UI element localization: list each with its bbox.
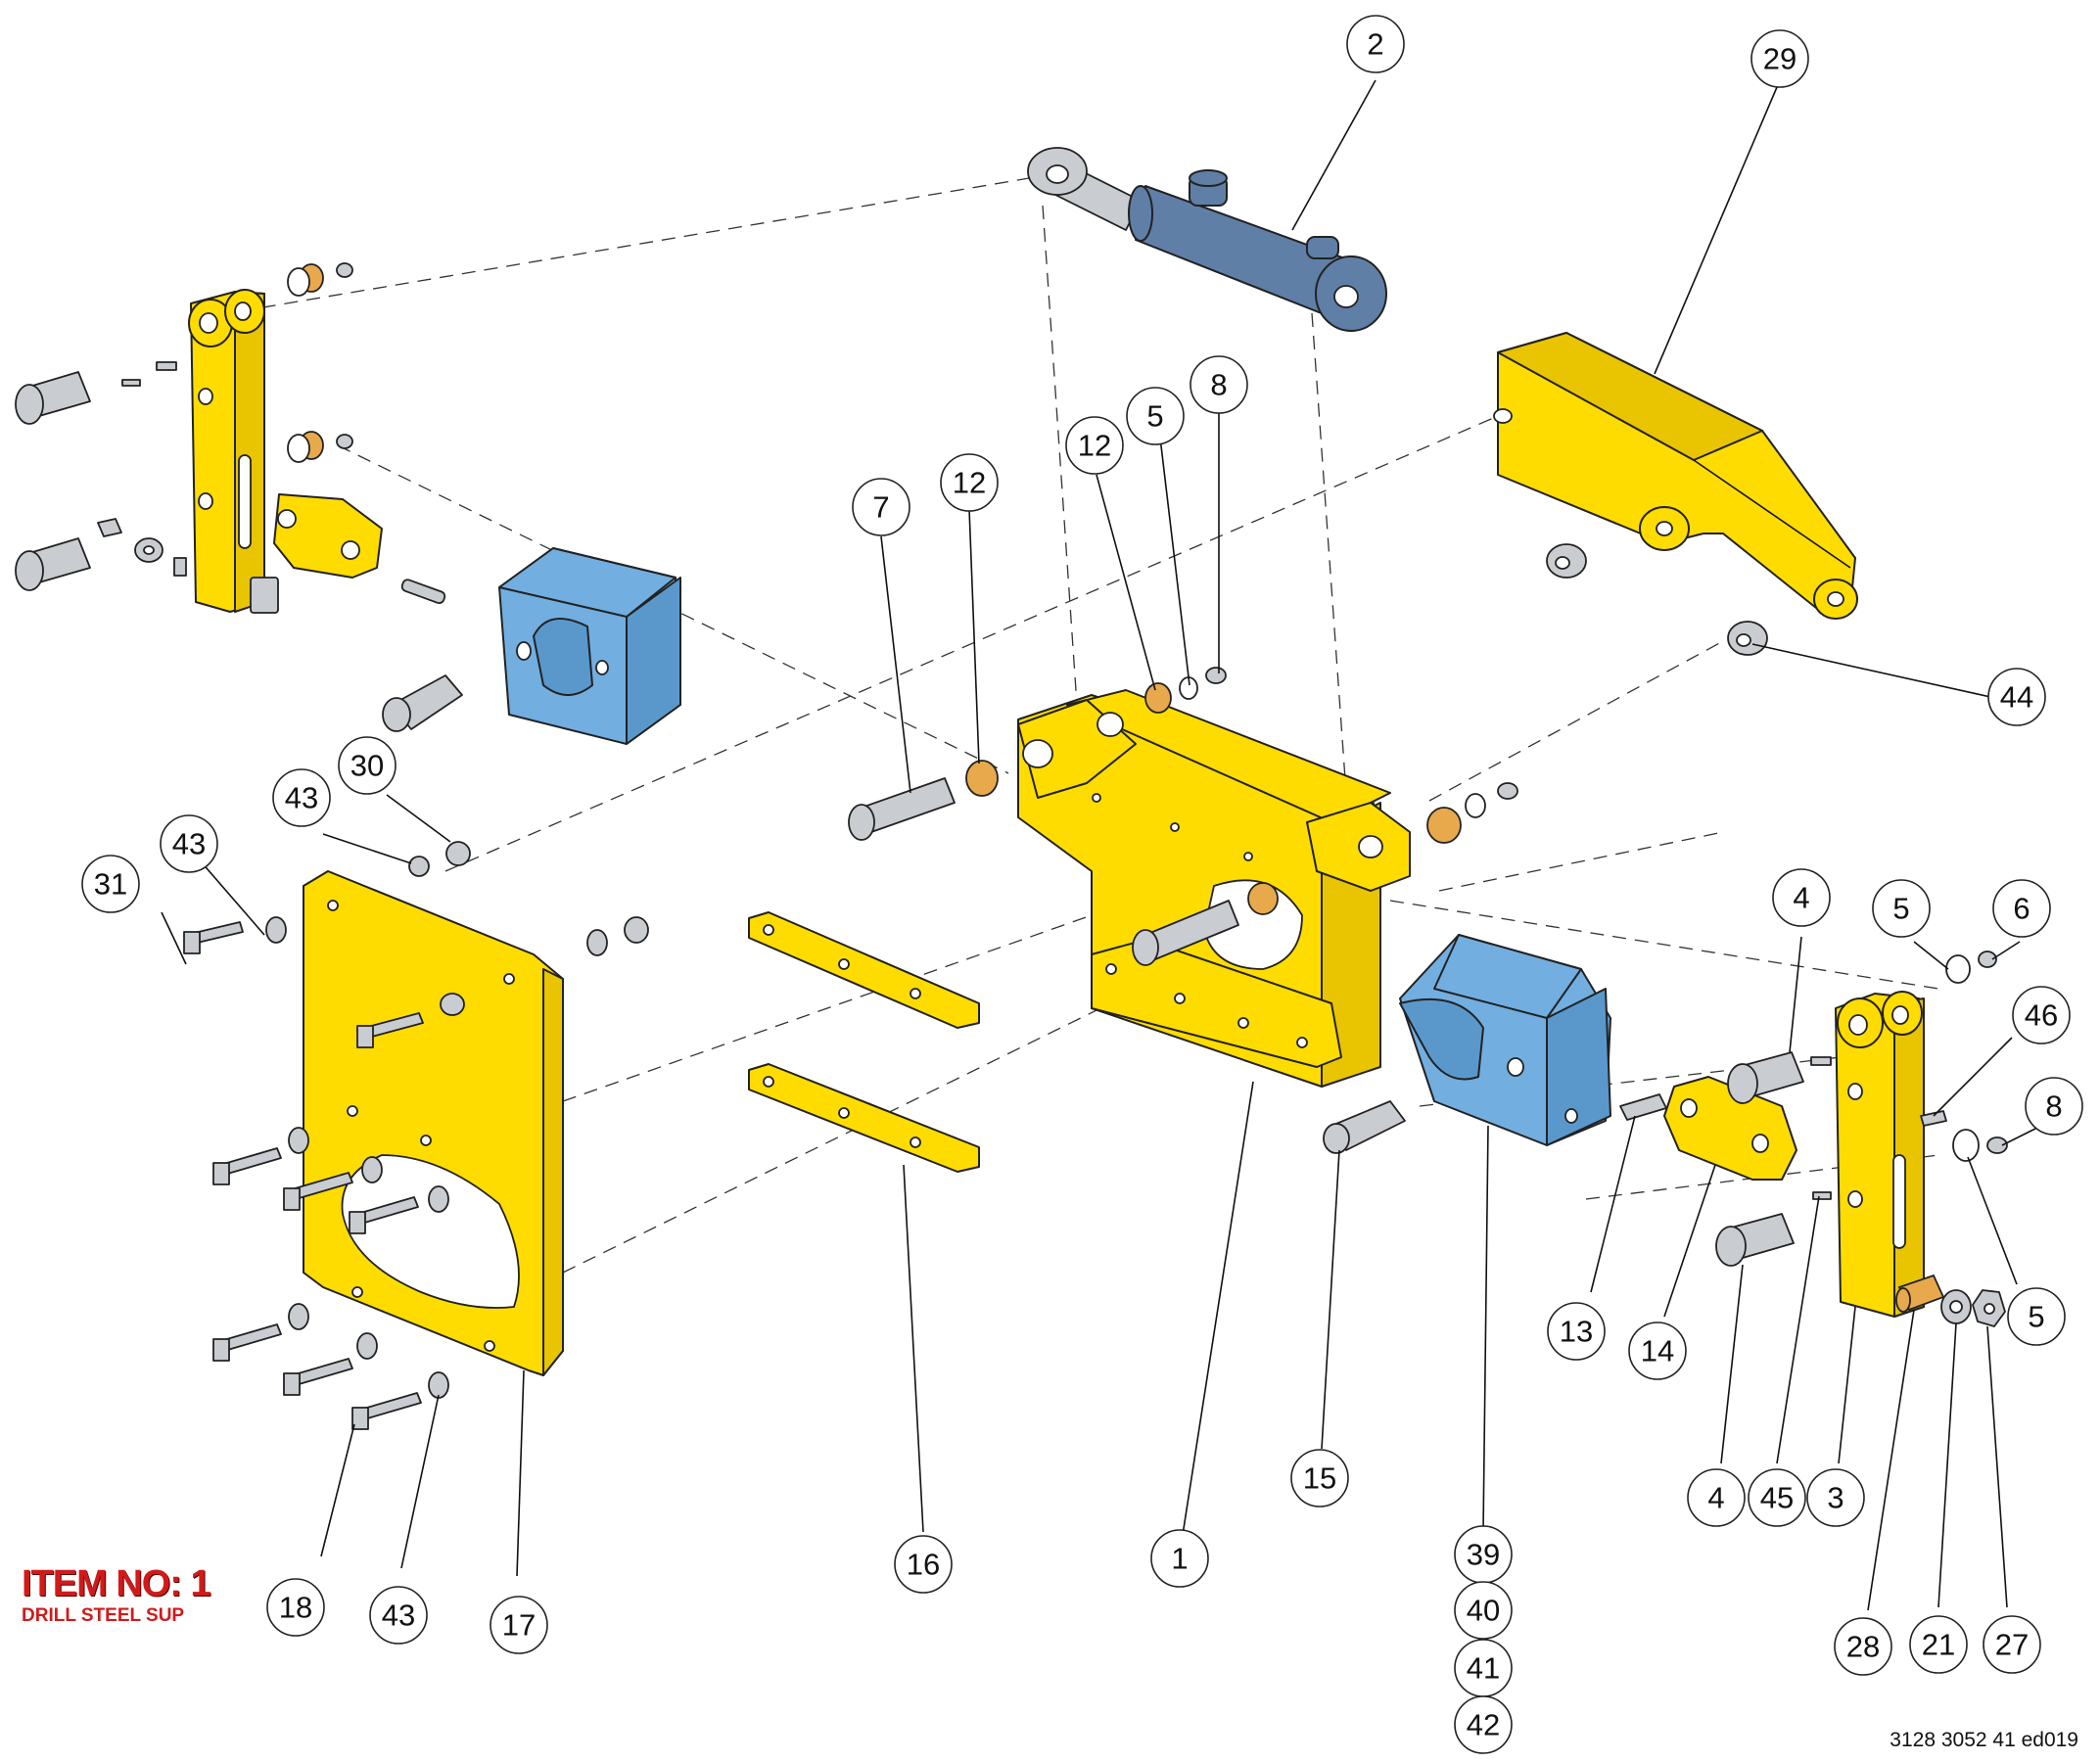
callout-balloon: 29 <box>1750 29 1809 88</box>
title-block: ITEM NO: 1 DRILL STEEL SUP <box>22 1563 211 1627</box>
callout-balloon: 18 <box>266 1578 325 1637</box>
callout-balloon: 16 <box>894 1535 953 1594</box>
callout-label: 43 <box>382 1599 415 1633</box>
callout-label: 43 <box>285 781 318 815</box>
callout-balloon: 8 <box>2025 1077 2083 1136</box>
callout-balloon: 46 <box>2012 986 2071 1044</box>
callout-label: 1 <box>1171 1542 1188 1576</box>
callout-label: 7 <box>872 490 889 525</box>
callout-label: 8 <box>1210 368 1227 402</box>
callout-balloon: 43 <box>272 768 331 827</box>
document-code: 3128 3052 41 ed019 <box>1890 1729 2078 1751</box>
callout-label: 2 <box>1367 27 1383 62</box>
callout-label: 15 <box>1303 1461 1336 1496</box>
callout-label: 8 <box>2045 1090 2062 1124</box>
callout-balloon: 5 <box>1126 387 1185 445</box>
left-arm <box>15 262 446 614</box>
callout-label: 14 <box>1641 1334 1674 1368</box>
callout-label: 17 <box>502 1608 536 1643</box>
callout-balloon: 44 <box>1987 668 2046 726</box>
callout-label: 30 <box>350 749 384 783</box>
callout-balloon: 43 <box>160 814 218 873</box>
callout-label: 5 <box>1892 892 1909 926</box>
callout-balloon: 17 <box>490 1596 548 1654</box>
callout-label: 4 <box>1793 881 1809 915</box>
callout-balloon: 1 <box>1150 1529 1209 1588</box>
callout-label: 28 <box>1846 1630 1880 1664</box>
callout-balloon: 28 <box>1834 1617 1892 1676</box>
hydraulic-cylinder <box>1027 147 1387 332</box>
callout-balloon: 30 <box>338 736 397 795</box>
callout-label: 16 <box>907 1548 940 1582</box>
right-arm <box>1715 951 2008 1327</box>
callout-balloon: 21 <box>1909 1615 1968 1674</box>
callout-balloon: 5 <box>2007 1287 2066 1346</box>
callout-balloon: 14 <box>1628 1322 1687 1380</box>
callout-balloon: 5 <box>1872 879 1931 938</box>
callout-balloon: 13 <box>1547 1302 1606 1361</box>
callout-label: 12 <box>953 466 986 500</box>
item-description: DRILL STEEL SUP <box>22 1605 185 1626</box>
callout-label: 4 <box>1707 1481 1724 1515</box>
callout-balloon: 39 <box>1454 1525 1513 1584</box>
callout-label: 31 <box>94 867 127 902</box>
callout-label: 27 <box>1995 1628 2029 1662</box>
guide-strip <box>748 911 980 1173</box>
callout-balloon: 45 <box>1748 1468 1806 1527</box>
callout-label: 13 <box>1560 1315 1593 1349</box>
callout-label: 39 <box>1467 1538 1500 1572</box>
callout-balloon: 43 <box>369 1586 428 1645</box>
callout-balloon: 27 <box>1983 1615 2041 1674</box>
callout-label: 40 <box>1467 1594 1500 1628</box>
callout-balloon: 4 <box>1687 1468 1746 1527</box>
callout-label: 12 <box>1078 429 1111 463</box>
callout-balloon: 31 <box>81 855 140 913</box>
callout-label: 29 <box>1763 42 1797 76</box>
callout-balloon: 6 <box>1992 879 2051 938</box>
cover-bracket <box>1493 332 1858 620</box>
callout-label: 45 <box>1760 1481 1794 1515</box>
callout-balloon: 4 <box>1772 868 1831 927</box>
item-number-title: ITEM NO: 1 <box>22 1563 211 1604</box>
callout-balloon: 2 <box>1346 15 1405 73</box>
callout-label: 21 <box>1922 1628 1955 1662</box>
callout-balloon: 15 <box>1290 1449 1349 1507</box>
callout-balloon: 40 <box>1454 1581 1513 1640</box>
spacer-bushing <box>1546 543 1768 656</box>
callout-balloon: 12 <box>1065 416 1124 475</box>
callout-label: 18 <box>279 1591 312 1625</box>
jaw-block-left <box>382 547 681 745</box>
callout-balloon: 8 <box>1190 355 1248 414</box>
callout-balloons: 2 29 8 5 12 12 7 44 30 43 43 31 4 5 6 46… <box>81 15 2083 1754</box>
callout-label: 46 <box>2025 998 2058 1033</box>
mounting-plate <box>183 841 649 1430</box>
callout-label: 42 <box>1467 1708 1500 1742</box>
callout-balloon: 42 <box>1454 1695 1513 1754</box>
callout-label: 44 <box>2000 680 2033 715</box>
callout-label: 41 <box>1467 1651 1500 1686</box>
callout-balloon: 12 <box>940 453 999 512</box>
jaw-block-right <box>1323 934 1797 1181</box>
support-frame <box>848 667 1518 1088</box>
callout-balloon: 41 <box>1454 1639 1513 1697</box>
leader-lines <box>161 79 2042 1611</box>
callout-label: 6 <box>2013 892 2030 926</box>
callout-balloon: 3 <box>1806 1468 1865 1527</box>
callout-label: 43 <box>172 827 206 861</box>
callout-label: 3 <box>1827 1481 1843 1515</box>
callout-label: 5 <box>2028 1300 2044 1334</box>
callout-label: 5 <box>1146 399 1163 434</box>
callout-balloon: 7 <box>852 478 910 536</box>
